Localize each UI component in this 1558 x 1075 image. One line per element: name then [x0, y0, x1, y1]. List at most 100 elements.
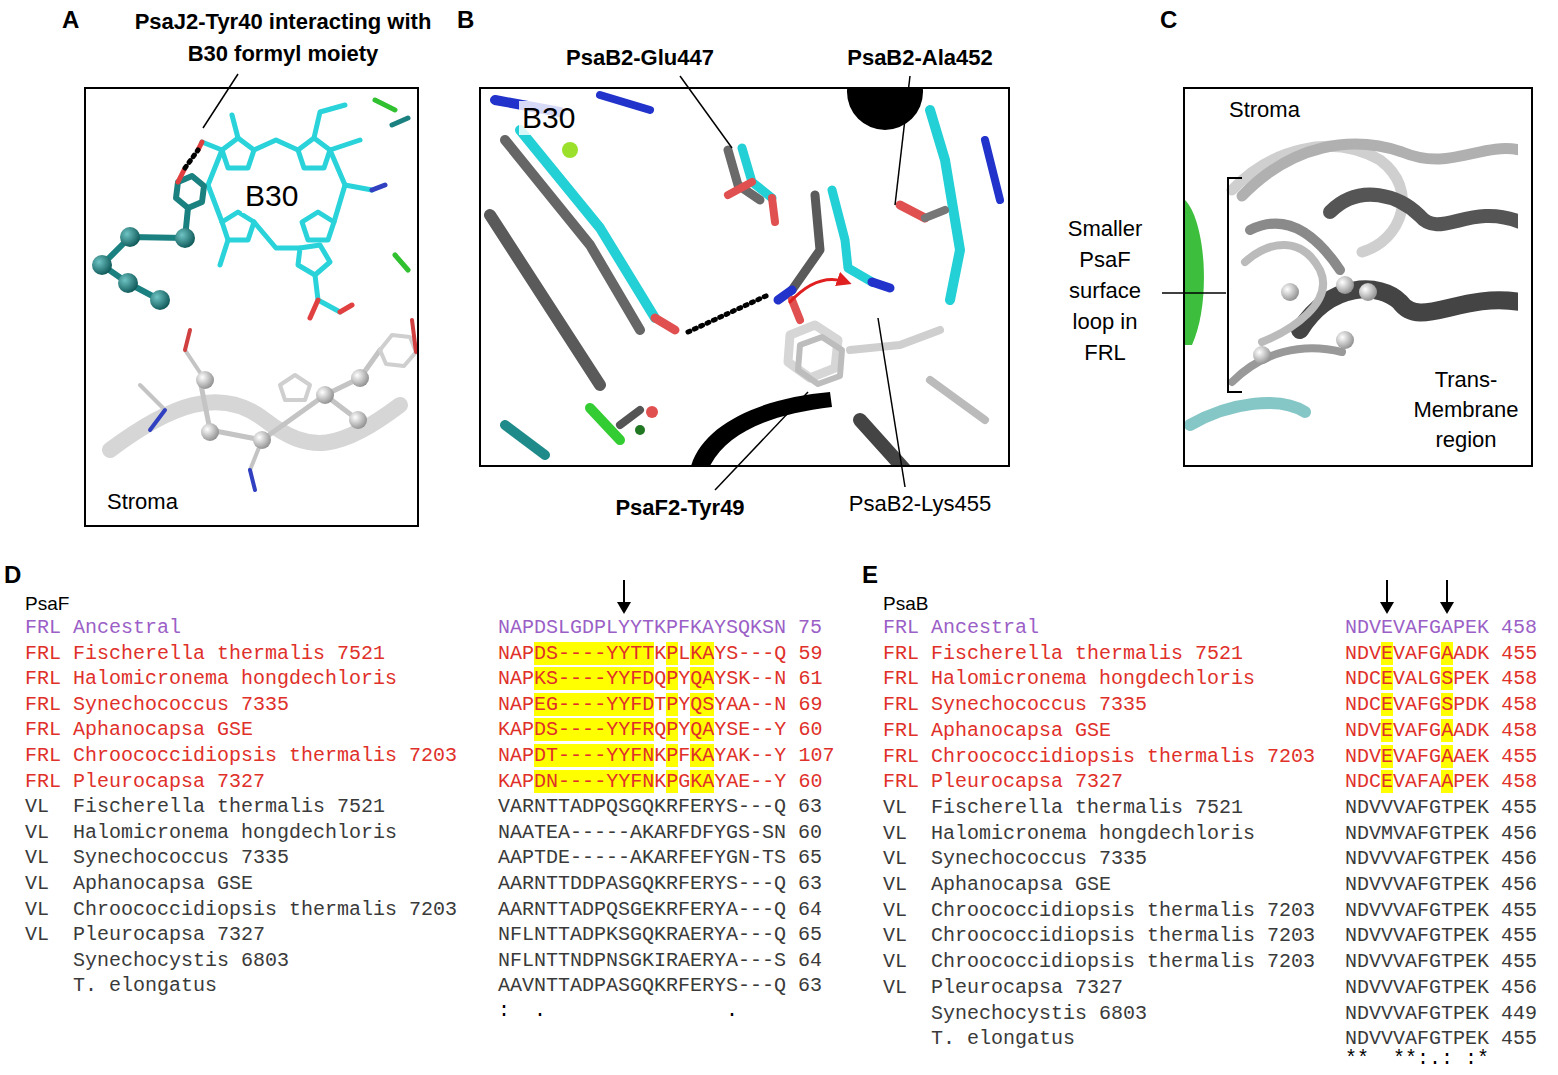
organism-prefix: VL — [883, 951, 907, 973]
sequence: NFLNTTNDPNSGKIRAERYA---S 64 — [498, 950, 822, 972]
residue: F — [1417, 719, 1429, 742]
residue: K — [1477, 719, 1489, 742]
species-name: Ancestral — [931, 617, 1039, 639]
panel-label: Stroma — [107, 487, 178, 517]
residue: 8 — [1525, 719, 1537, 742]
residue: E — [1381, 770, 1393, 793]
species-name: Ancestral — [73, 617, 181, 639]
panel-b-structure-part — [930, 110, 960, 300]
panel-label: Stroma — [1229, 95, 1300, 125]
residue: N — [498, 667, 510, 690]
organism-prefix: FRL — [883, 617, 919, 639]
panel-a-structure-part — [280, 375, 310, 400]
panel-b-structure-part — [600, 95, 650, 110]
residue: - — [558, 718, 570, 741]
residue: N — [1345, 667, 1357, 690]
residue: P — [1453, 770, 1465, 793]
residue: S — [726, 667, 738, 690]
residue — [786, 693, 798, 716]
leader-line — [203, 74, 1226, 490]
callout-label: PsaB2-Lys455 — [835, 490, 1005, 518]
structure-panel: B30 — [479, 87, 1010, 467]
residue: - — [570, 718, 582, 741]
species-name: Halomicronema hongdechloris — [73, 668, 397, 690]
residue: N — [498, 744, 510, 767]
residue: T — [630, 642, 642, 665]
panel-c-structure-part — [1245, 245, 1323, 342]
residue: - — [570, 667, 582, 690]
residue: Y — [714, 718, 726, 741]
residue: F — [1417, 745, 1429, 768]
residue: F — [630, 770, 642, 793]
residue: Y — [606, 642, 618, 665]
species-name: Aphanocapsa GSE — [73, 719, 253, 741]
residue: D — [1357, 719, 1369, 742]
residue: E — [1465, 667, 1477, 690]
panel-b-structure-part — [832, 190, 872, 282]
residue: K — [498, 770, 510, 793]
residue: - — [558, 744, 570, 767]
residue: D — [1357, 667, 1369, 690]
sequence: NAPDT----YYFNKPFKAYAK--Y 107 — [498, 745, 834, 767]
residue: F — [678, 744, 690, 767]
species-name: Pleurocapsa 7327 — [73, 924, 265, 946]
residue: K — [654, 744, 666, 767]
sequence: NDVEVAFGAADK 455 — [1345, 643, 1537, 665]
residue: - — [558, 693, 570, 716]
panel-a-structure-part — [315, 275, 340, 312]
residue: N — [498, 642, 510, 665]
organism-prefix: FRL — [883, 720, 919, 742]
residue: E — [738, 718, 750, 741]
residue: T — [546, 744, 558, 767]
residue: N — [1345, 770, 1357, 793]
residue: Y — [618, 744, 630, 767]
callout-label: Smaller PsaF surface loop in FRL — [1055, 213, 1155, 368]
panel-c-structure-part — [1242, 144, 1518, 196]
residue: 5 — [1513, 745, 1525, 768]
residue: A — [702, 642, 714, 665]
organism-prefix: FRL — [25, 771, 61, 793]
residue: S — [702, 693, 714, 716]
residue: K — [1477, 770, 1489, 793]
position-arrow-part — [1446, 580, 1448, 604]
residue — [786, 718, 798, 741]
residue: T — [654, 693, 666, 716]
residue: V — [1393, 719, 1405, 742]
panel-b-structure-part — [850, 330, 940, 350]
panel-letter: A — [62, 6, 79, 34]
residue: P — [666, 744, 678, 767]
panel-a-structure-part — [298, 245, 330, 275]
residue — [1489, 693, 1501, 716]
sequence: NDVVVAFGTPEK 456 — [1345, 848, 1537, 870]
species-name: Synechococcus 7335 — [931, 848, 1147, 870]
panel-b-structure-part — [790, 280, 846, 303]
sequence: NDCEVAFAAPEK 458 — [1345, 771, 1537, 793]
residue: Y — [774, 718, 786, 741]
residue: S — [1441, 667, 1453, 690]
panel-b-structure-part — [772, 198, 775, 222]
residue: Y — [714, 642, 726, 665]
species-name: Pleurocapsa 7327 — [73, 771, 265, 793]
species-name: Aphanocapsa GSE — [931, 874, 1111, 896]
organism-prefix: VL — [25, 899, 49, 921]
panel-b-structure-part — [900, 205, 925, 218]
organism-prefix: FRL — [25, 719, 61, 741]
panel-a-structure-part — [120, 227, 140, 247]
residue: - — [594, 770, 606, 793]
residue: A — [510, 693, 522, 716]
sequence: NDVEVAFGAAEK 455 — [1345, 746, 1537, 768]
species-name: T. elongatus — [73, 975, 217, 997]
residue: 8 — [1525, 693, 1537, 716]
organism-prefix: FRL — [883, 668, 919, 690]
residue: S — [546, 667, 558, 690]
residue: - — [558, 667, 570, 690]
panel-b-structure-part — [742, 148, 772, 198]
panel-c-structure-part — [1336, 276, 1354, 294]
residue: 4 — [1501, 667, 1513, 690]
residue: - — [762, 770, 774, 793]
residue: 0 — [810, 718, 822, 741]
residue: A — [702, 718, 714, 741]
residue: L — [1417, 667, 1429, 690]
bracket — [1228, 178, 1242, 392]
residue: 6 — [798, 718, 810, 741]
